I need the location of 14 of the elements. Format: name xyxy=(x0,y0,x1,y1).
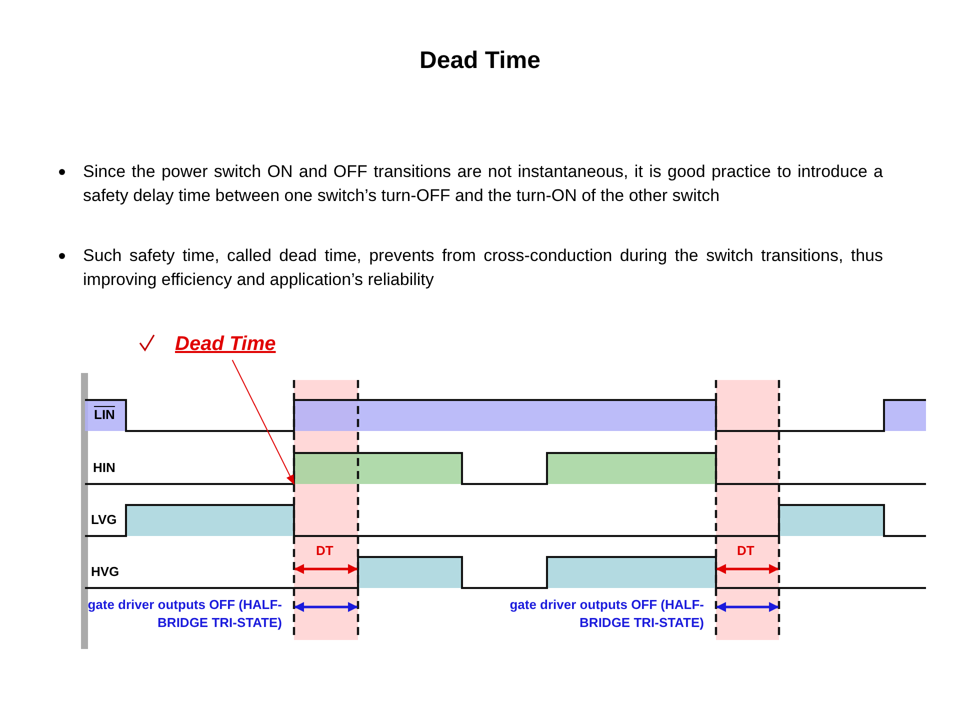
annotation-text: gate driver outputs OFF (HALF-BRIDGE TRI-STATE) xyxy=(86,596,282,632)
signal-name: LIN xyxy=(94,407,115,422)
bullet-text: Since the power switch ON and OFF transitions are not instantaneous, it is good practice to introduce a safety delay time between one switch’s turn-OFF and the turn-ON of the other switch xyxy=(83,161,883,207)
callout-text: Dead Time xyxy=(175,331,297,357)
slide-title: Dead Time xyxy=(418,47,542,75)
dead-time-band xyxy=(716,380,779,640)
signal-name: HIN xyxy=(93,460,116,475)
annotation-text: gate driver outputs OFF (HALF-BRIDGE TRI-STATE) xyxy=(508,596,704,632)
signal-name: LVG xyxy=(91,512,117,527)
signal-name: HVG xyxy=(91,564,120,579)
dimension-label: DT xyxy=(737,543,754,558)
dimension-label: DT xyxy=(316,543,334,558)
bullet-text: Such safety time, called dead time, prevents from cross-conduction during the switch transitions, thus improving efficiency and application’s reliability xyxy=(83,245,883,291)
leader-line xyxy=(232,360,294,485)
